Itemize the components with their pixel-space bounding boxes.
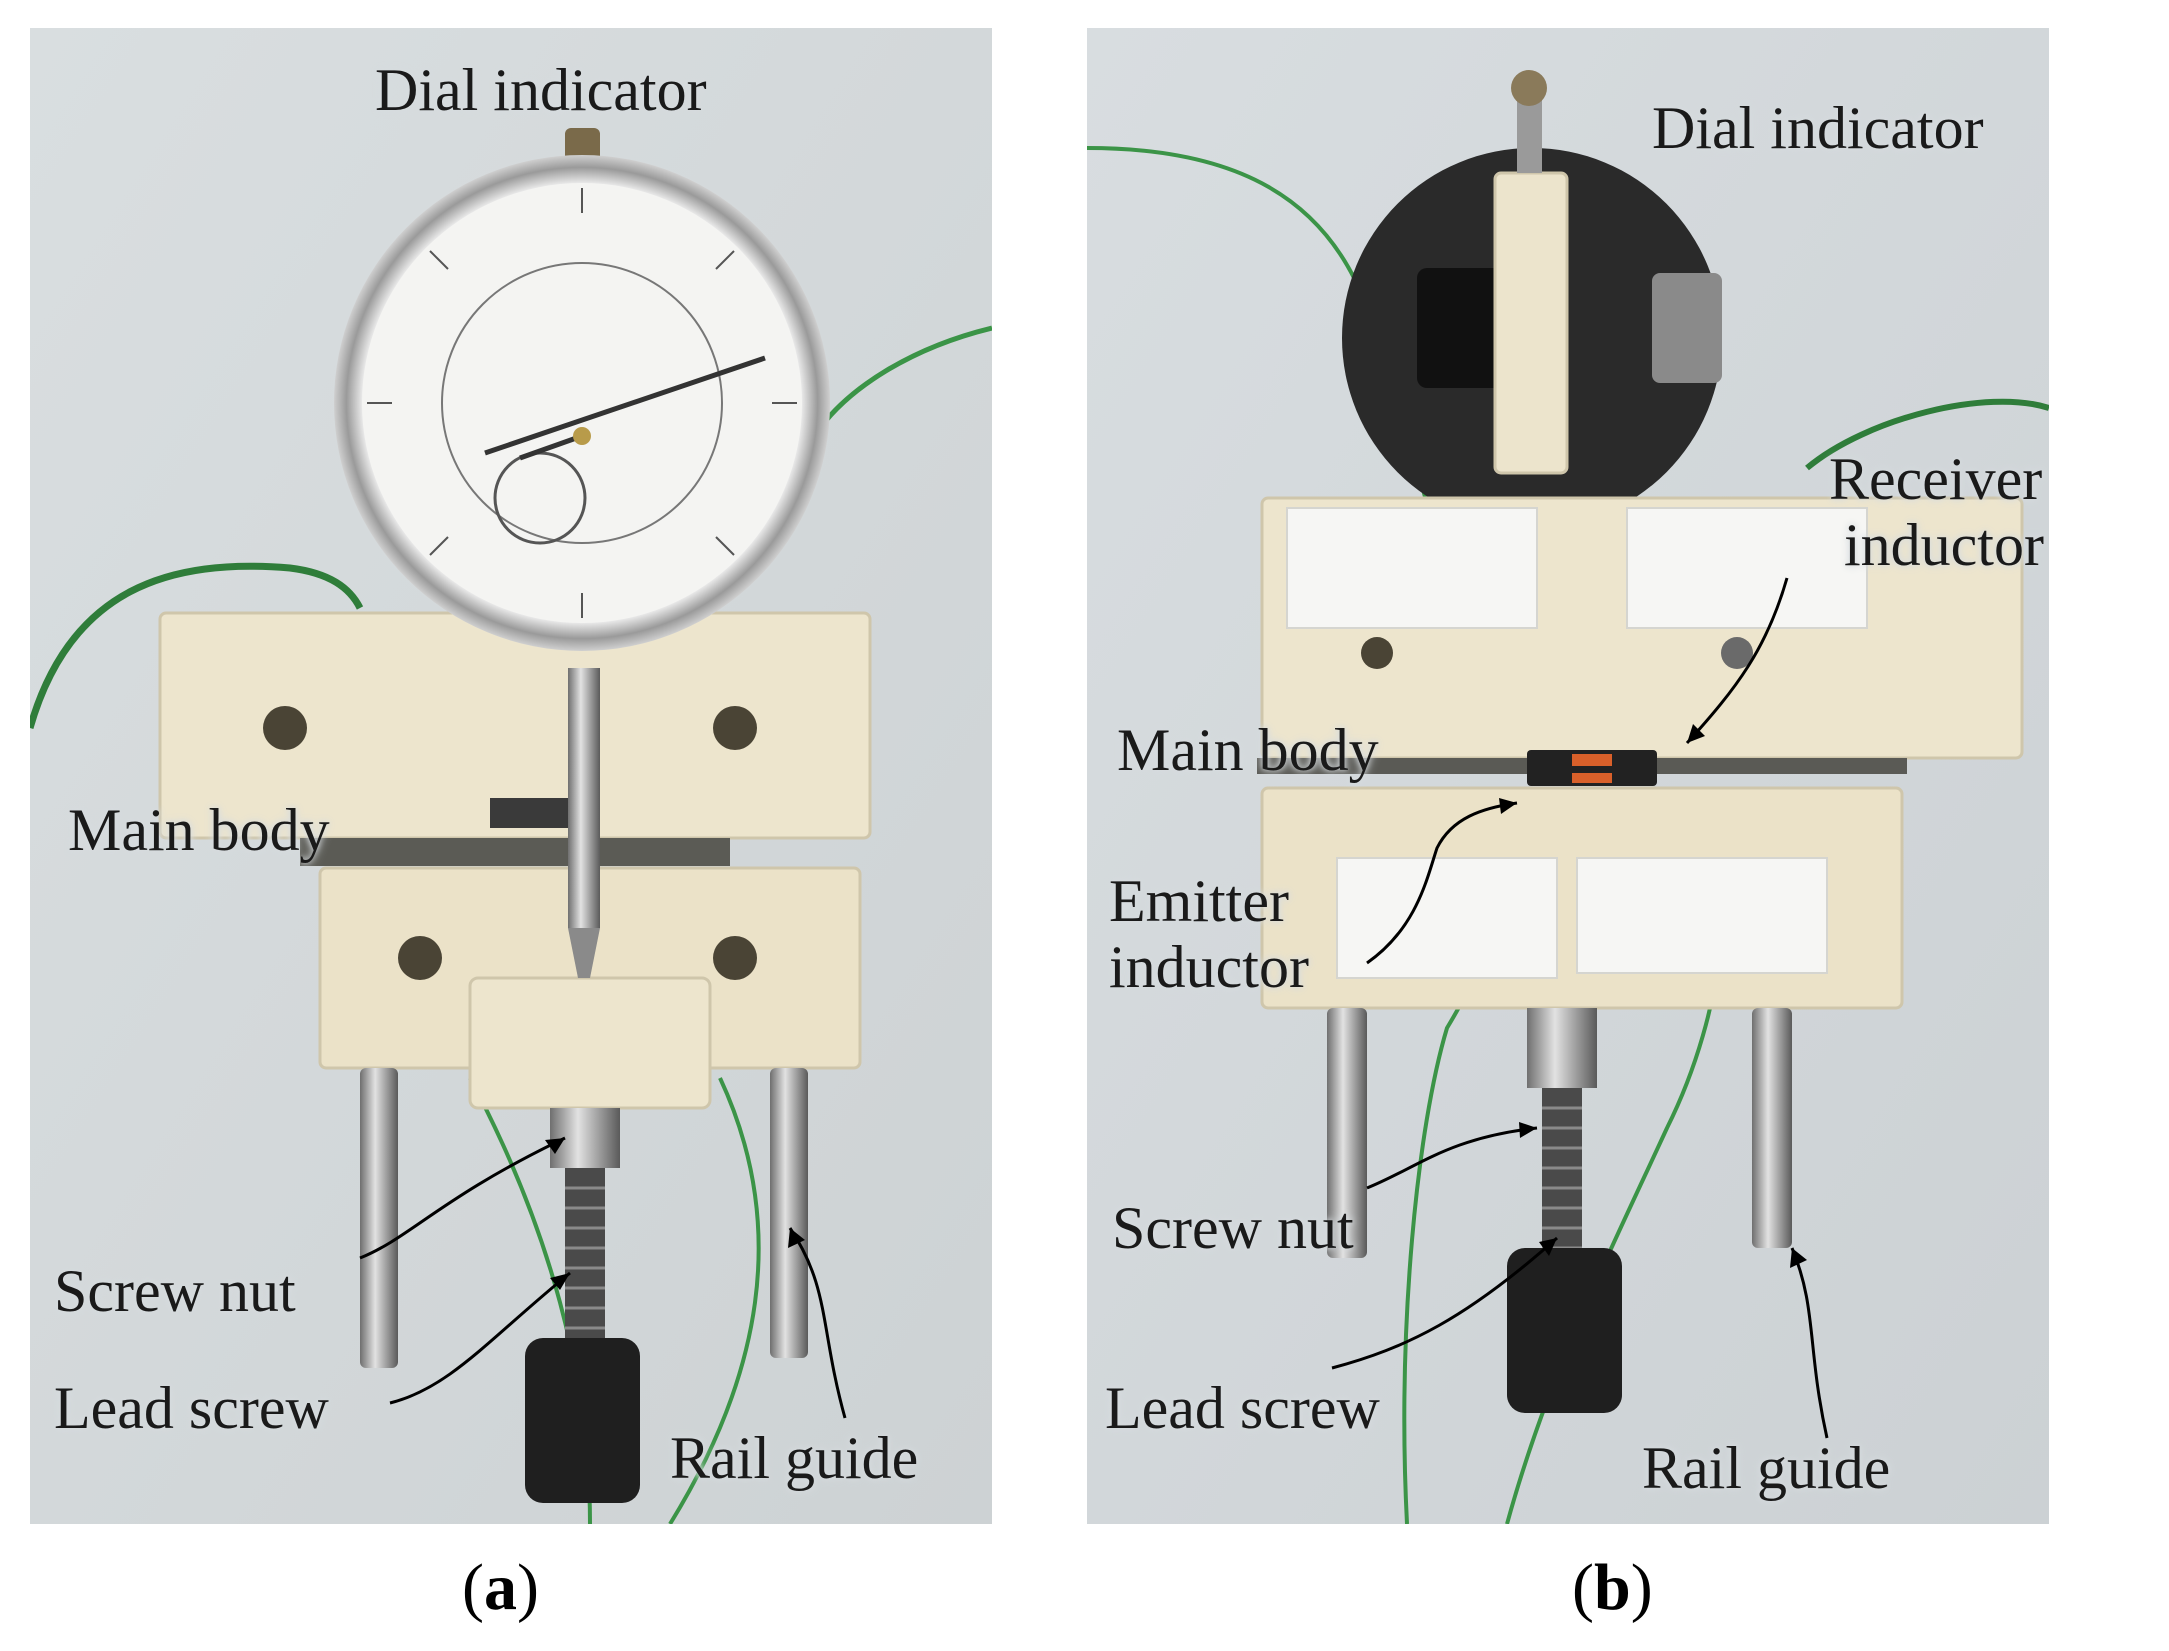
label-screw-nut-b: Screw nut (1112, 1195, 1354, 1261)
label-receiver-inductor: Receiver inductor (1829, 446, 2044, 578)
label-rail-guide-a: Rail guide (670, 1425, 919, 1491)
label-rail-guide-b: Rail guide (1642, 1435, 1891, 1501)
photo-a-illustration (30, 28, 992, 1524)
photo-b-illustration (1087, 28, 2049, 1524)
label-dial-indicator-a: Dial indicator (375, 57, 707, 123)
caption-a-open-paren: ( (462, 1551, 484, 1624)
caption-b-close-paren: ) (1630, 1551, 1653, 1624)
label-lead-screw-a: Lead screw (54, 1375, 329, 1441)
caption-a-letter: a (483, 1551, 517, 1624)
label-dial-indicator-b: Dial indicator (1652, 95, 1984, 161)
caption-b: (b) (1572, 1555, 1653, 1621)
label-main-body-a: Main body (68, 797, 330, 863)
caption-a: (a) (462, 1555, 539, 1621)
caption-a-close-paren: ) (516, 1551, 539, 1624)
photo-panel-b: Dial indicator Receiver inductor Main bo… (1087, 28, 2049, 1524)
label-main-body-b: Main body (1117, 717, 1379, 783)
label-emitter-inductor: Emitter inductor (1109, 868, 1309, 1000)
label-lead-screw-b: Lead screw (1105, 1375, 1380, 1441)
photo-panel-a: Dial indicator Main body Screw nut Lead … (30, 28, 992, 1524)
caption-b-open-paren: ( (1572, 1551, 1594, 1624)
label-screw-nut-a: Screw nut (54, 1258, 296, 1324)
caption-b-letter: b (1593, 1551, 1631, 1624)
